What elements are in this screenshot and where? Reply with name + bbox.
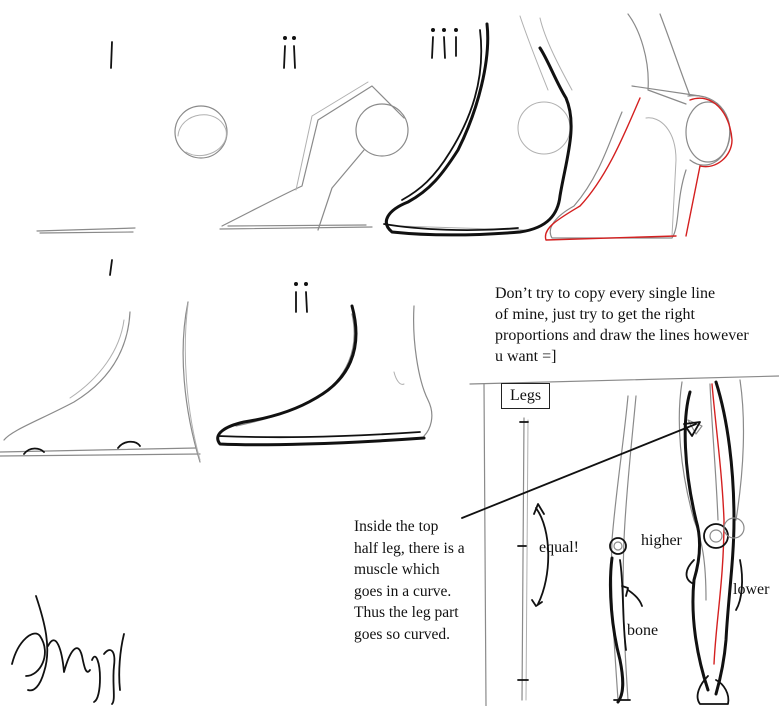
muscle-note-line-4: goes in a curve. [354,582,452,600]
label-higher: higher [641,532,682,549]
label-bone: bone [627,622,659,639]
foot-step-2 [219,81,409,231]
muscle-note: Inside the top half leg, there is a musc… [354,516,465,645]
foot-profile-step-2 [184,303,433,461]
foot-step-1 [36,105,228,234]
foot-profile-step-1 [0,301,201,463]
label-equal: equal! [539,539,579,556]
foot-step-4 [539,13,733,241]
muscle-note-line-3: muscle which [354,561,440,578]
advice-note: Don’t try to copy every single line of m… [495,283,749,367]
step-marker-top-iii [431,28,458,59]
muscle-note-line-5: Thus the leg part [354,604,459,621]
artist-signature [11,595,125,705]
legs-panel-frame [469,375,779,706]
advice-note-line-1: Don’t try to copy every single line [495,285,716,302]
step-marker-bottom-ii [294,282,308,313]
advice-note-line-3: proportions and draw the lines however [495,327,749,344]
step-marker-bottom-i [109,259,113,276]
pointer-line-to-muscle [461,421,701,519]
leg-bone-sketch [608,395,643,704]
legs-heading: Legs [501,383,550,409]
advice-note-line-4: u want =] [495,348,557,365]
leg-measure-line [517,417,550,701]
muscle-note-line-1: Inside the top [354,518,439,535]
muscle-note-line-2: half leg, there is a [354,539,465,557]
muscle-note-line-6: goes so curved. [354,625,450,643]
step-marker-top-ii [283,36,296,69]
leg-full-sketch [678,379,745,705]
foot-step-3 [383,15,573,237]
step-marker-top-i [110,41,113,69]
advice-note-line-2: of mine, just try to get the right [495,306,695,323]
label-lower: lower [733,581,770,598]
